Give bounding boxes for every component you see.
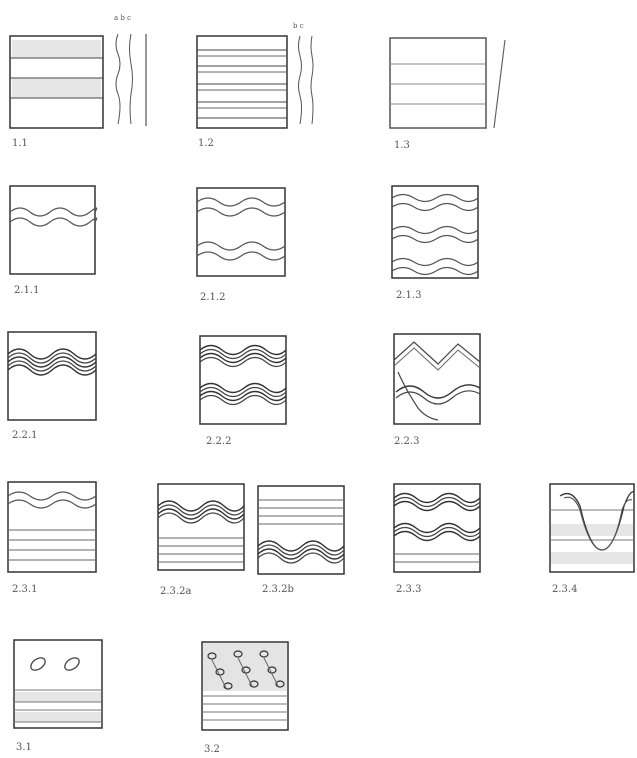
shaded-band xyxy=(15,692,101,702)
figure-2-3-2b: 2.3.2b xyxy=(258,486,344,595)
figure-3-1: 3.1 xyxy=(14,640,102,753)
figure-frame xyxy=(10,186,95,274)
profile-line-c xyxy=(311,36,313,124)
figure-2-1-1: 2.1.1 xyxy=(10,186,97,296)
figure-2-1-3: 2.1.3 xyxy=(392,186,478,301)
figure-1-3: 1.3 xyxy=(390,38,505,151)
shaded-band xyxy=(551,524,633,536)
shaded-band xyxy=(15,712,101,722)
profile-line-b xyxy=(130,34,133,124)
figure-3-2: 3.2 xyxy=(202,642,288,755)
figure-label: 1.3 xyxy=(394,140,410,151)
figure-2-1-2: 2.1.2 xyxy=(197,188,285,303)
figure-1-2: b c 1.2 xyxy=(197,22,313,149)
figure-1-1: a b c 1.1 xyxy=(10,14,146,149)
figure-2-3-3: 2.3.3 xyxy=(394,484,480,595)
figure-2-2-1: 2.2.1 xyxy=(8,332,96,441)
figure-2-3-4: 2.3.4 xyxy=(550,484,634,595)
figure-frame xyxy=(8,332,96,420)
shaded-band xyxy=(12,40,101,58)
figure-label: 1.1 xyxy=(12,138,28,149)
figure-2-2-2: 2.2.2 xyxy=(200,336,286,447)
profile-letters: a b c xyxy=(114,14,131,22)
figure-label: 3.2 xyxy=(204,744,220,755)
figure-label: 2.1.1 xyxy=(14,285,39,296)
figure-label: 2.3.3 xyxy=(396,584,421,595)
figure-label: 2.2.2 xyxy=(206,436,231,447)
figure-label: 2.1.3 xyxy=(396,290,421,301)
profile-line-b xyxy=(299,36,302,124)
figure-frame xyxy=(258,486,344,574)
figure-label: 3.1 xyxy=(16,742,32,753)
figure-label: 2.3.4 xyxy=(552,584,577,595)
figure-label: 2.3.2a xyxy=(160,586,191,597)
figure-2-3-2a: 2.3.2a xyxy=(158,484,244,597)
figure-label: 2.3.1 xyxy=(12,584,37,595)
figure-frame xyxy=(158,484,244,570)
figure-label: 2.3.2b xyxy=(262,584,294,595)
figure-frame xyxy=(394,334,480,424)
figure-frame xyxy=(392,186,478,278)
figure-frame xyxy=(390,38,486,128)
profile-line xyxy=(494,40,505,128)
shaded-band xyxy=(551,552,633,564)
shaded-band xyxy=(12,78,101,98)
profile-letters: b c xyxy=(293,22,304,30)
figure-label: 2.2.3 xyxy=(394,436,419,447)
figure-label: 2.1.2 xyxy=(200,292,225,303)
figure-2-2-3: 2.2.3 xyxy=(394,334,480,447)
figure-label: 1.2 xyxy=(198,138,214,149)
figure-frame xyxy=(197,188,285,276)
figure-2-3-1: 2.3.1 xyxy=(8,482,96,595)
figure-label: 2.2.1 xyxy=(12,430,37,441)
profile-line-a xyxy=(116,34,120,124)
